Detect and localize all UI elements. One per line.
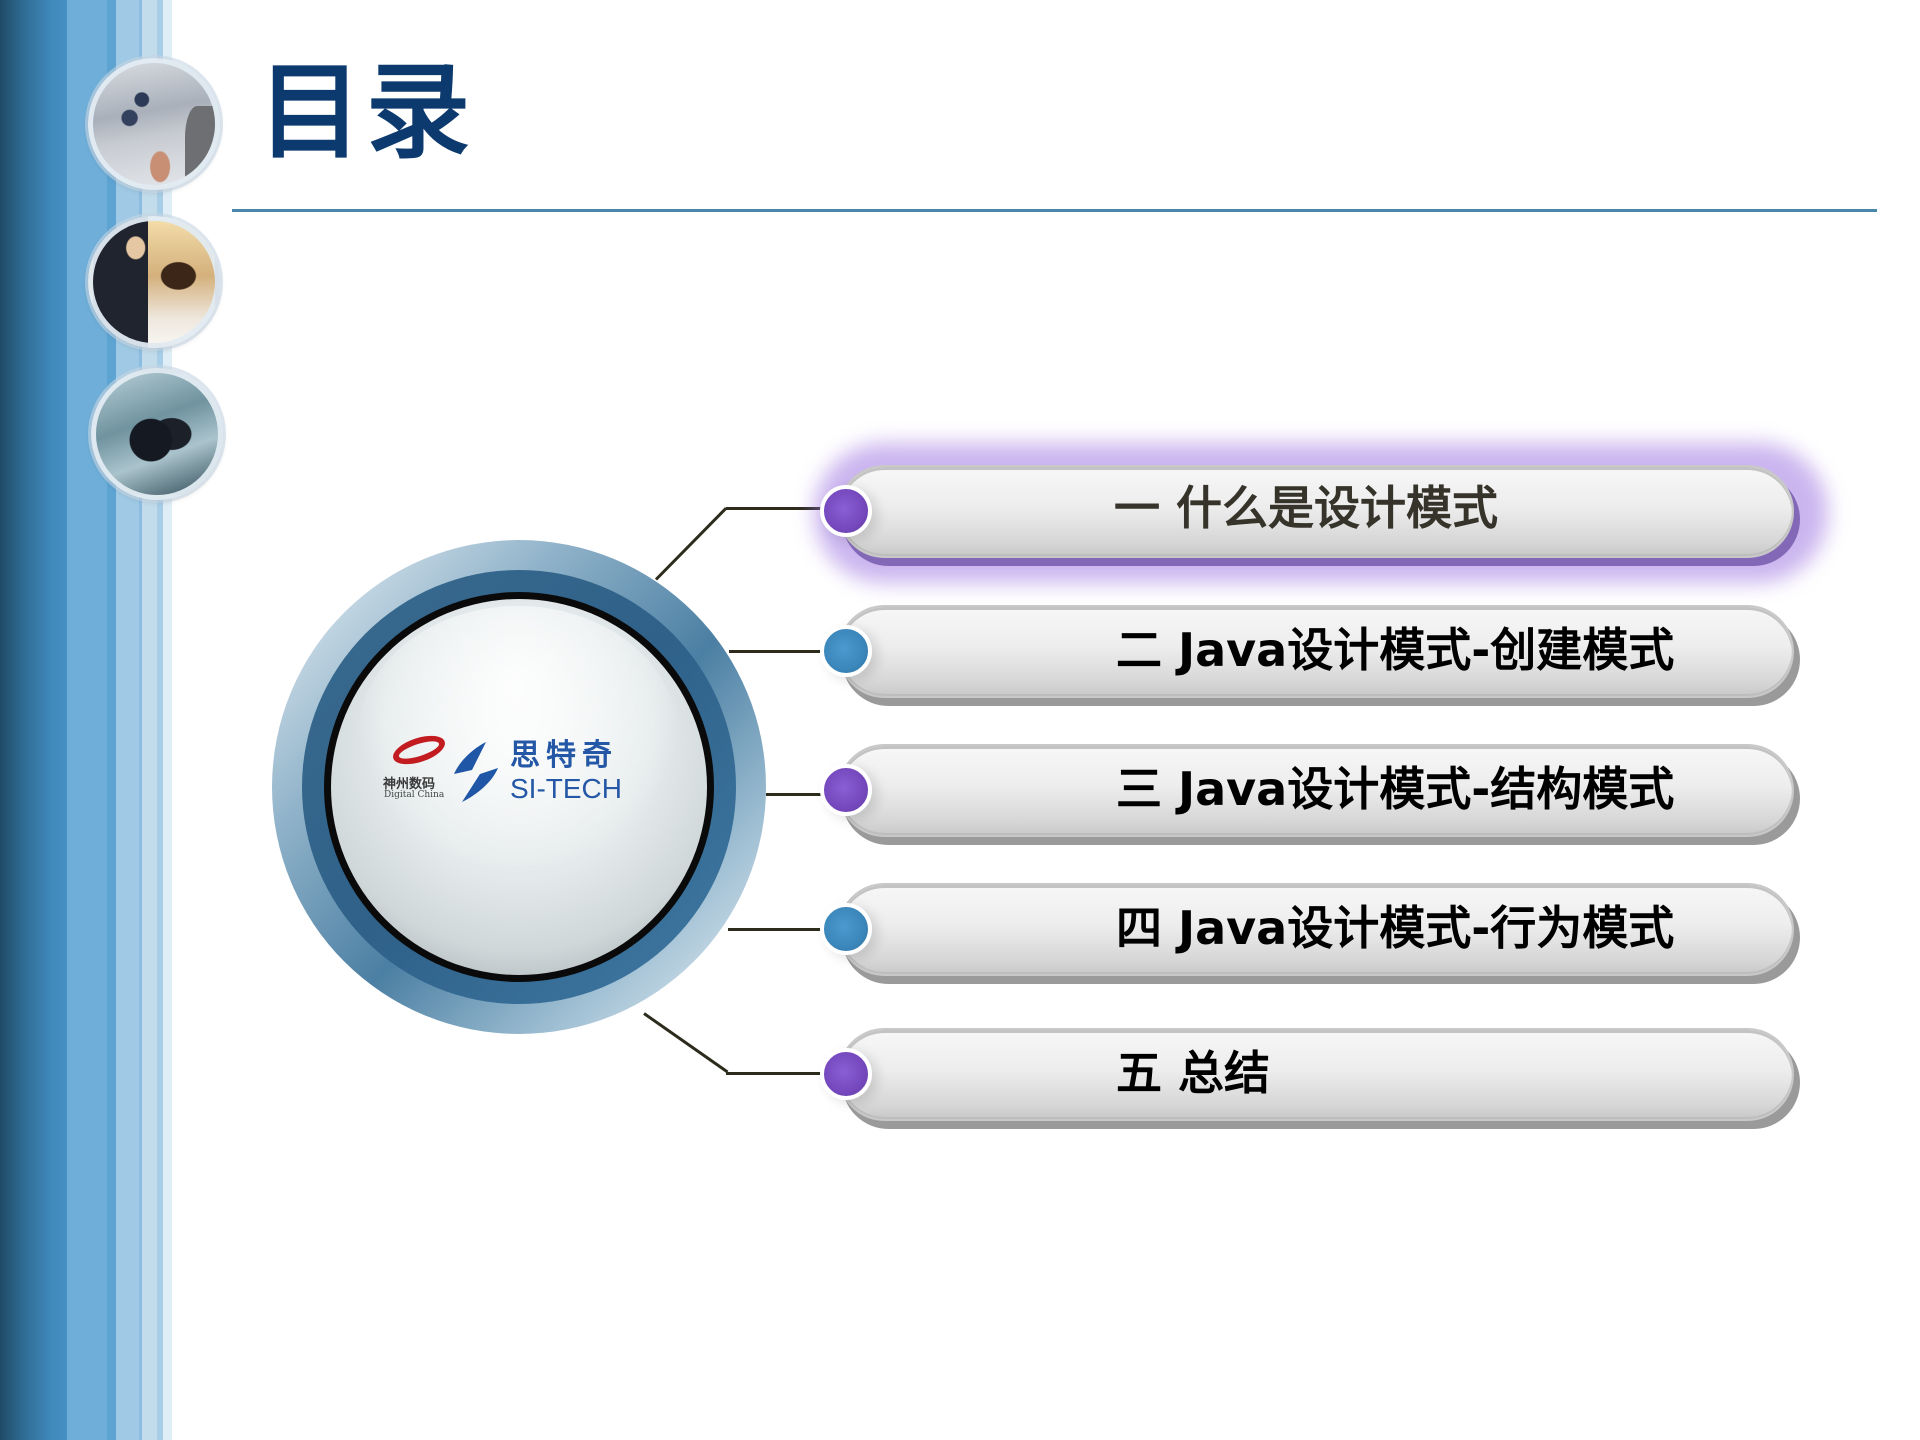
toc-item-2[interactable]: 二 Java设计模式-创建模式	[820, 605, 1800, 706]
connector-line	[726, 1072, 826, 1075]
photo-office-meeting	[88, 216, 220, 348]
toc-pill[interactable]	[838, 465, 1794, 558]
sidebar-stripe	[116, 0, 139, 1440]
toc-pill[interactable]	[838, 605, 1794, 698]
si-tech-bolt-icon	[454, 742, 498, 802]
bullet-dot-icon	[820, 625, 872, 677]
sidebar-stripe	[0, 0, 67, 1440]
toc-item-label: 四 Java设计模式-行为模式	[1116, 901, 1675, 955]
toc-pill[interactable]	[838, 744, 1794, 837]
connector-line	[643, 1012, 729, 1074]
toc-pill[interactable]	[838, 1028, 1794, 1121]
photo-businessman-phone	[88, 58, 220, 190]
logo-partner-cn: 神州数码	[383, 777, 436, 792]
connector-line	[726, 507, 826, 510]
sidebar-stripe	[142, 0, 157, 1440]
toc-item-label: 五 总结	[1116, 1046, 1271, 1100]
bullet-dot-icon	[820, 485, 872, 537]
connector-line	[729, 650, 829, 653]
hub-highlight	[358, 606, 678, 866]
logo-brand-cn: 思特奇	[510, 738, 618, 773]
connector-line	[728, 928, 828, 931]
photo-business-walking	[91, 368, 223, 500]
toc-item-label: 二 Java设计模式-创建模式	[1116, 623, 1675, 677]
bullet-dot-icon	[820, 1048, 872, 1100]
sidebar-stripe	[107, 0, 116, 1440]
bullet-dot-icon	[820, 764, 872, 816]
title-divider	[232, 209, 1877, 212]
connector-line	[766, 793, 828, 796]
bullet-dot-icon	[820, 903, 872, 955]
sidebar-stripe	[139, 0, 142, 1440]
sidebar-stripe	[157, 0, 163, 1440]
logo-partner-en: Digital China	[384, 790, 445, 800]
sidebar-stripe	[67, 0, 107, 1440]
page-title: 目录	[258, 50, 475, 173]
connector-line	[654, 507, 728, 581]
toc-item-3[interactable]: 三 Java设计模式-结构模式	[820, 744, 1800, 845]
toc-item-label: 三 Java设计模式-结构模式	[1116, 762, 1675, 816]
toc-item-4[interactable]: 四 Java设计模式-行为模式	[820, 883, 1800, 984]
logo-brand-en: SI-TECH	[510, 773, 622, 804]
sidebar-stripe	[163, 0, 172, 1440]
toc-item-label: 一 什么是设计模式	[1114, 481, 1499, 535]
toc-item-5[interactable]: 五 总结	[820, 1028, 1800, 1129]
toc-item-1[interactable]: 一 什么是设计模式	[814, 443, 1828, 583]
